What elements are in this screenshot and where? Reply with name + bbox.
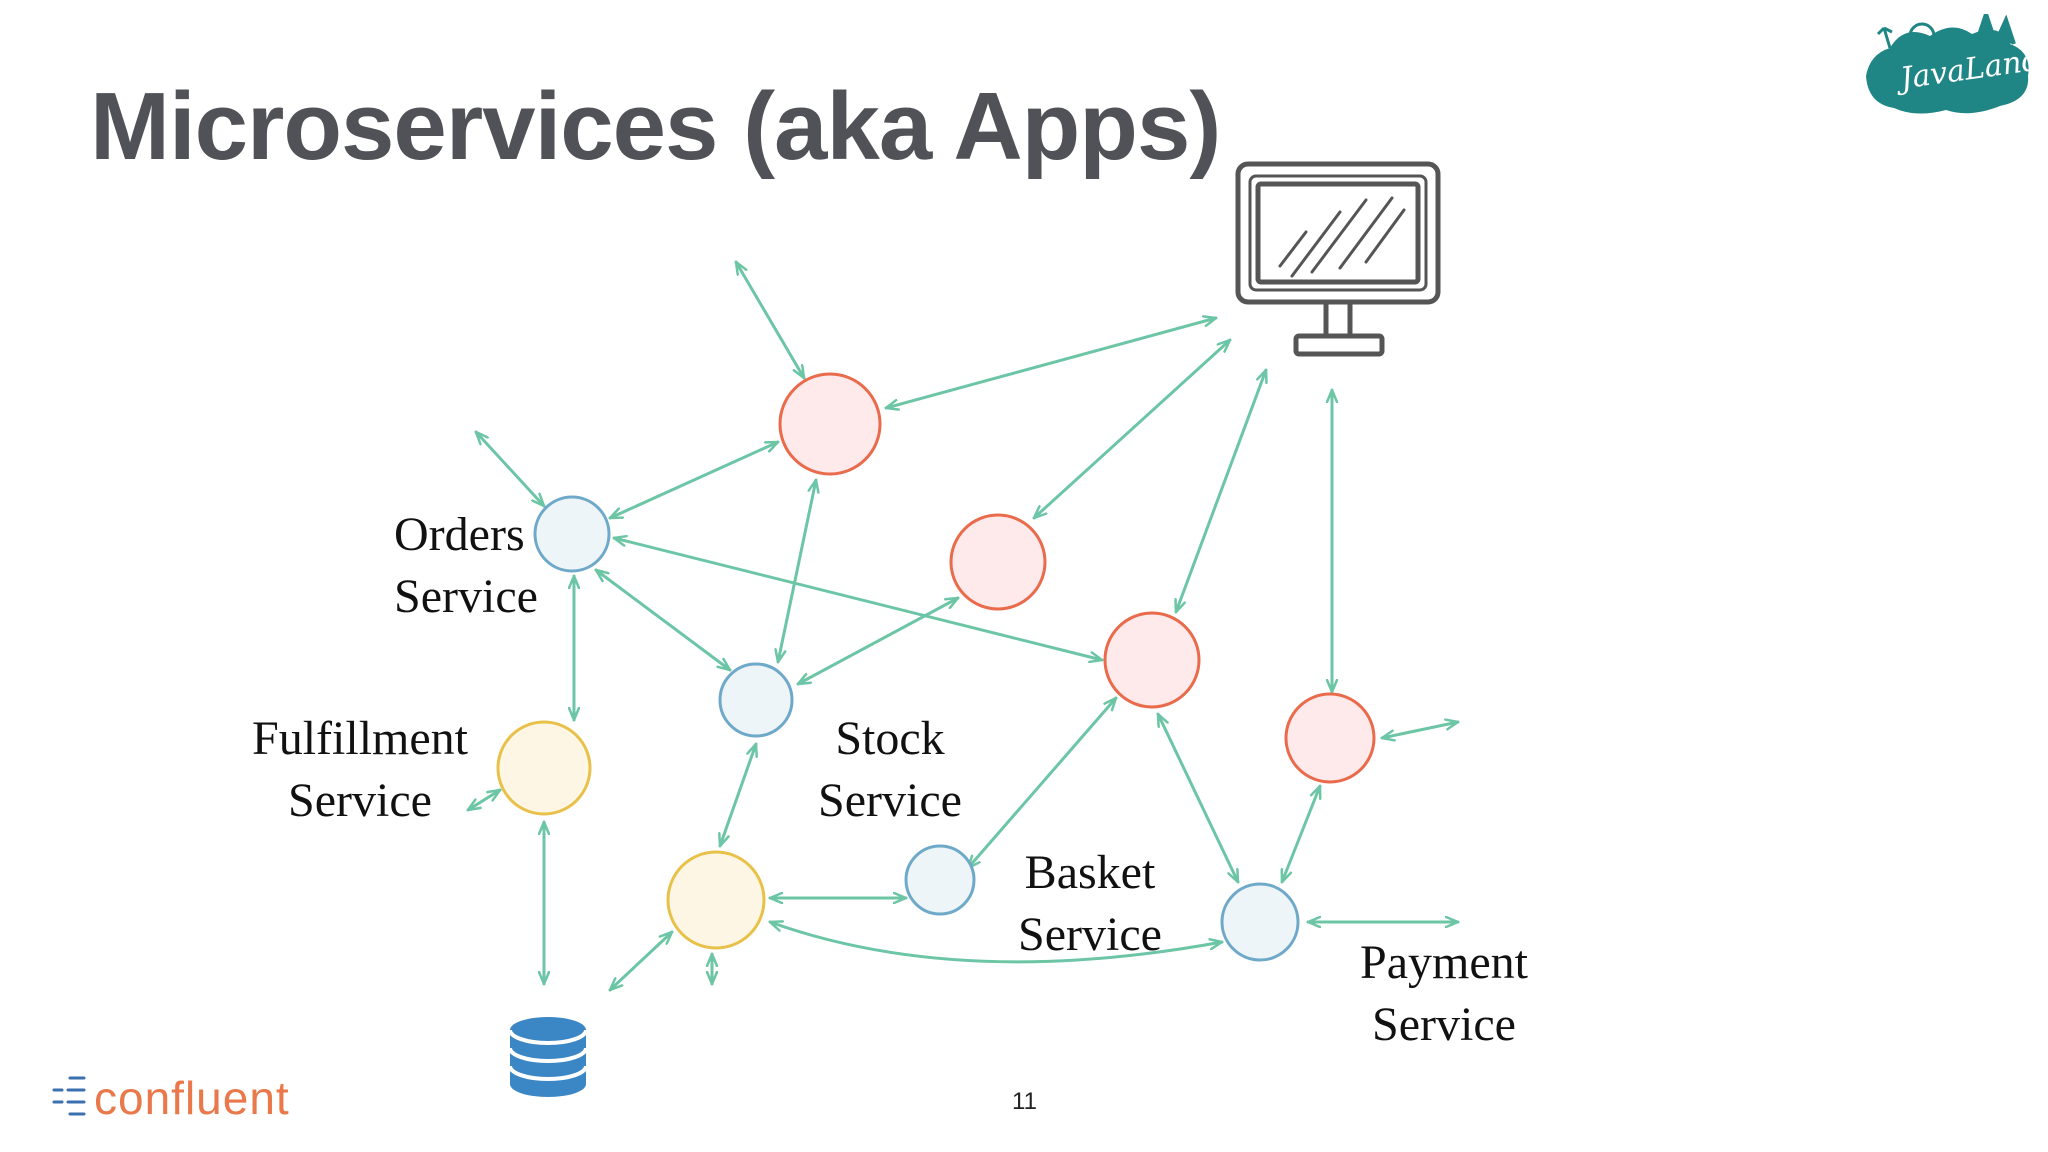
- arrow-monitor-to-red-mid: [1032, 338, 1232, 520]
- payment-service-label: Payment Service: [1344, 932, 1544, 1056]
- orders-service-label: Orders Service: [394, 504, 538, 628]
- arrow-red-right-to-payment: [1280, 784, 1322, 884]
- nodes: [496, 372, 1376, 962]
- basket-label-line1: Basket: [1024, 846, 1156, 899]
- basket-service-node: [904, 844, 976, 916]
- stock-label-line2: Service: [818, 774, 962, 827]
- fulfillment-service-node: [496, 720, 592, 816]
- arrow-top-to-red-top: [734, 260, 806, 380]
- orders-label-line1: Orders: [394, 508, 525, 561]
- monitor-icon: [1235, 161, 1441, 357]
- arrow-red-right-outer: [1380, 722, 1460, 738]
- arrow-fulfillment-outer: [466, 788, 502, 812]
- arrow-red-top-to-monitor: [884, 318, 1218, 408]
- javaland-logo-icon: [1866, 14, 2029, 114]
- payment-label-line2: Service: [1372, 998, 1516, 1051]
- stock-service-node: [718, 662, 794, 738]
- arrow-red-top-to-stock: [778, 478, 816, 664]
- stock-label-line1: Stock: [835, 712, 945, 765]
- arrow-orders-to-red-top: [608, 440, 780, 520]
- database-icon: [508, 1017, 588, 1097]
- arrow-monitor-to-red-center: [1176, 368, 1266, 614]
- red-node-right: [1284, 692, 1376, 784]
- red-node-mid: [949, 513, 1047, 611]
- fulfillment-label-line2: Service: [288, 774, 432, 827]
- connections: [466, 260, 1460, 992]
- basket-service-label: Basket Service: [1000, 842, 1180, 966]
- red-node-top: [778, 372, 882, 476]
- arrow-yellow-bottom-outer: [608, 930, 674, 992]
- orders-service-node: [533, 495, 611, 573]
- slide-title: Microservices (aka Apps): [90, 73, 1221, 180]
- arrow-red-center-to-payment: [1156, 712, 1240, 884]
- red-node-center: [1103, 611, 1201, 709]
- arrow-outer-to-orders: [474, 430, 546, 508]
- orders-label-line2: Service: [394, 570, 538, 623]
- basket-label-line2: Service: [1018, 908, 1162, 961]
- confluent-wordmark: confluent: [94, 1072, 290, 1124]
- page-number: 11: [1012, 1088, 1037, 1115]
- payment-service-node: [1220, 882, 1300, 962]
- arrow-basket-to-red-center: [966, 696, 1118, 870]
- payment-label-line1: Payment: [1360, 936, 1528, 989]
- arrow-stock-to-yellow-bottom: [720, 742, 756, 848]
- confluent-mark-icon: [52, 1076, 86, 1116]
- arrow-yellow-to-payment: [768, 922, 1224, 964]
- fulfillment-label-line1: Fulfillment: [252, 712, 468, 765]
- arrow-orders-to-stock: [594, 568, 732, 672]
- fulfillment-service-label: Fulfillment Service: [240, 708, 480, 832]
- stock-service-label: Stock Service: [800, 708, 980, 832]
- confluent-logo: confluent: [52, 1070, 290, 1126]
- arrow-red-mid-to-stock: [796, 596, 960, 686]
- yellow-node-bottom: [666, 850, 766, 950]
